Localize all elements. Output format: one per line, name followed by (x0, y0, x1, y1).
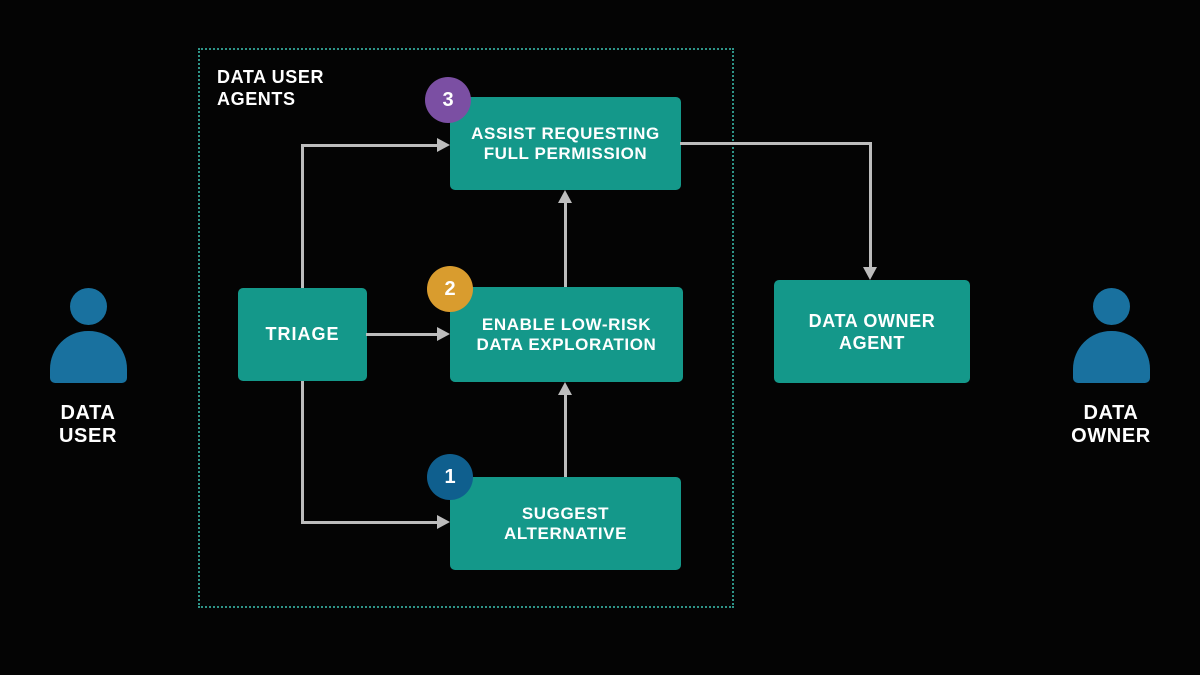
step-1-number: 1 (444, 465, 456, 488)
data-owner-label-line2: OWNER (1071, 425, 1151, 447)
connector-triage-to-suggest-vertical (301, 381, 304, 523)
step-3-badge: 3 (425, 77, 471, 123)
data-owner-label: DATA OWNER (1051, 402, 1171, 448)
assist-label-line2: FULL PERMISSION (483, 143, 648, 163)
arrowhead-into-enable (437, 327, 450, 341)
connector-triage-to-assist-vertical (301, 145, 304, 288)
enable-label-line2: DATA EXPLORATION (476, 334, 657, 354)
group-title-line1: DATA USER (217, 67, 325, 87)
step-2-number: 2 (444, 277, 456, 300)
data-user-person-icon (28, 288, 148, 383)
suggest-label-line1: SUGGEST (521, 503, 610, 523)
owner-agent-label-line2: AGENT (839, 332, 905, 353)
connector-enable-to-assist (564, 203, 567, 287)
person-head (1092, 288, 1130, 325)
node-triage: TRIAGE (238, 288, 367, 381)
data-owner-person-icon (1051, 288, 1171, 383)
data-user-label-line1: DATA (60, 402, 116, 424)
data-user-agents-group-title: DATA USER AGENTS (217, 66, 324, 110)
person-head (69, 288, 107, 325)
assist-label-line1: ASSIST REQUESTING (471, 123, 660, 143)
step-3-number: 3 (442, 88, 454, 111)
connector-triage-to-assist-horizontal (301, 144, 437, 147)
enable-label-line1: ENABLE LOW-RISK (481, 314, 652, 334)
triage-label: TRIAGE (265, 324, 340, 344)
suggest-label-line2: ALTERNATIVE (503, 523, 628, 543)
connector-assist-to-owner-horizontal (680, 142, 872, 145)
node-assist-requesting-full-permission: ASSIST REQUESTING FULL PERMISSION (450, 97, 681, 190)
connector-triage-to-suggest-horizontal (301, 521, 437, 524)
person-body (1072, 331, 1150, 383)
data-user-label: DATA USER (28, 402, 148, 448)
arrowhead-into-enable-bottom (558, 382, 572, 395)
owner-agent-label-line1: DATA OWNER (808, 310, 936, 331)
node-suggest-alternative: SUGGEST ALTERNATIVE (450, 477, 681, 570)
connector-assist-to-owner-vertical (869, 142, 872, 267)
arrowhead-into-suggest (437, 515, 450, 529)
data-user-agents-group-border (198, 48, 734, 608)
step-2-badge: 2 (427, 266, 473, 312)
data-user-label-line2: USER (59, 425, 117, 447)
arrowhead-into-assist-bottom (558, 190, 572, 203)
connector-triage-to-enable (366, 333, 437, 336)
node-data-owner-agent: DATA OWNER AGENT (774, 280, 970, 383)
arrowhead-into-assist (437, 138, 450, 152)
connector-suggest-to-enable (564, 395, 567, 477)
data-owner-label-line1: DATA (1083, 402, 1139, 424)
node-enable-low-risk-data-exploration: ENABLE LOW-RISK DATA EXPLORATION (450, 287, 683, 382)
step-1-badge: 1 (427, 454, 473, 500)
arrowhead-into-owner-agent (863, 267, 877, 280)
group-title-line2: AGENTS (217, 89, 296, 109)
person-body (49, 331, 127, 383)
